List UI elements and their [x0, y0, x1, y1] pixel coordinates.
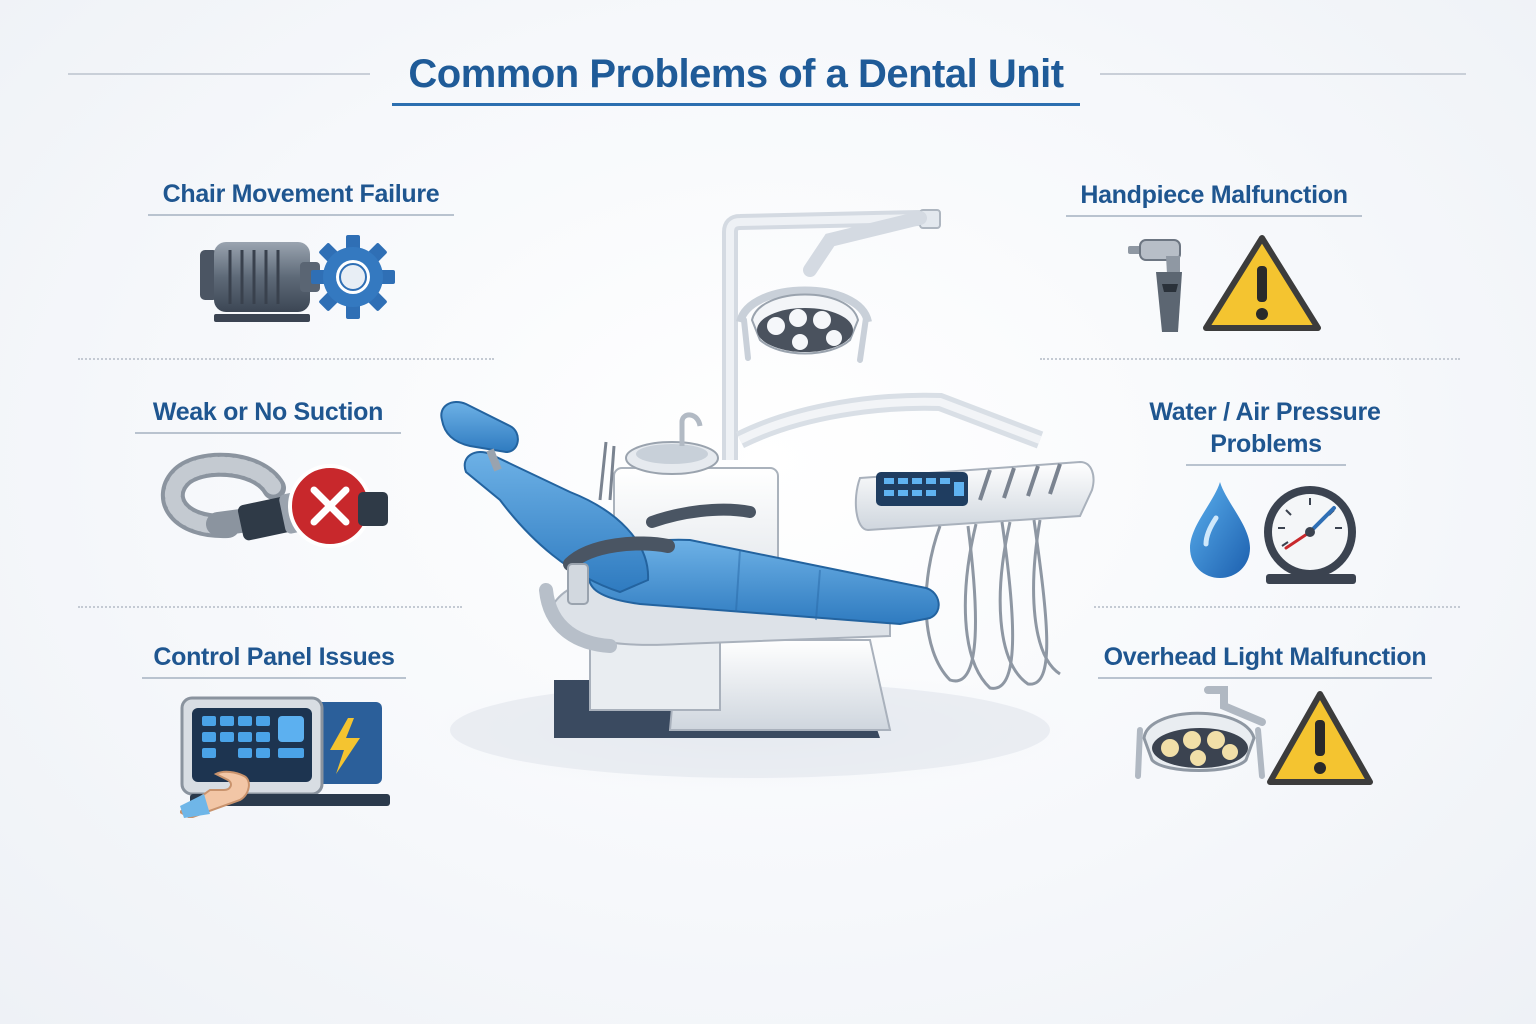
page-title: Common Problems of a Dental Unit: [392, 52, 1080, 106]
handpiece-warning-icon: [1122, 232, 1322, 338]
label-handpiece-malfunction: Handpiece Malfunction: [1066, 179, 1362, 217]
label-water-air-line1: Water / Air Pressure: [1149, 398, 1381, 426]
label-overhead-light-malfunction: Overhead Light Malfunction: [1098, 641, 1432, 679]
overhead-light-warning-icon: [1134, 686, 1374, 790]
motor-gear-icon: [188, 228, 400, 328]
separator-right-2: [1094, 606, 1460, 608]
separator-left-2: [78, 606, 462, 608]
title-divider-right: [1100, 73, 1466, 75]
control-panel-fault-icon: [180, 694, 390, 818]
title-divider-left: [68, 73, 370, 75]
title-bar: Common Problems of a Dental Unit: [0, 48, 1536, 108]
label-weak-suction: Weak or No Suction: [135, 396, 401, 434]
separator-left-1: [78, 358, 494, 360]
dental-unit-illustration: [420, 200, 1100, 800]
separator-right-1: [1040, 358, 1460, 360]
label-control-panel-issues: Control Panel Issues: [142, 641, 406, 679]
label-chair-movement-failure: Chair Movement Failure: [148, 178, 454, 216]
water-drop-gauge-icon: [1186, 478, 1362, 586]
suction-hose-blocked-icon: [158, 448, 394, 558]
label-water-air-pressure: Water / Air Pressure: [1130, 396, 1400, 432]
label-water-air-problems: Problems: [1186, 428, 1346, 466]
